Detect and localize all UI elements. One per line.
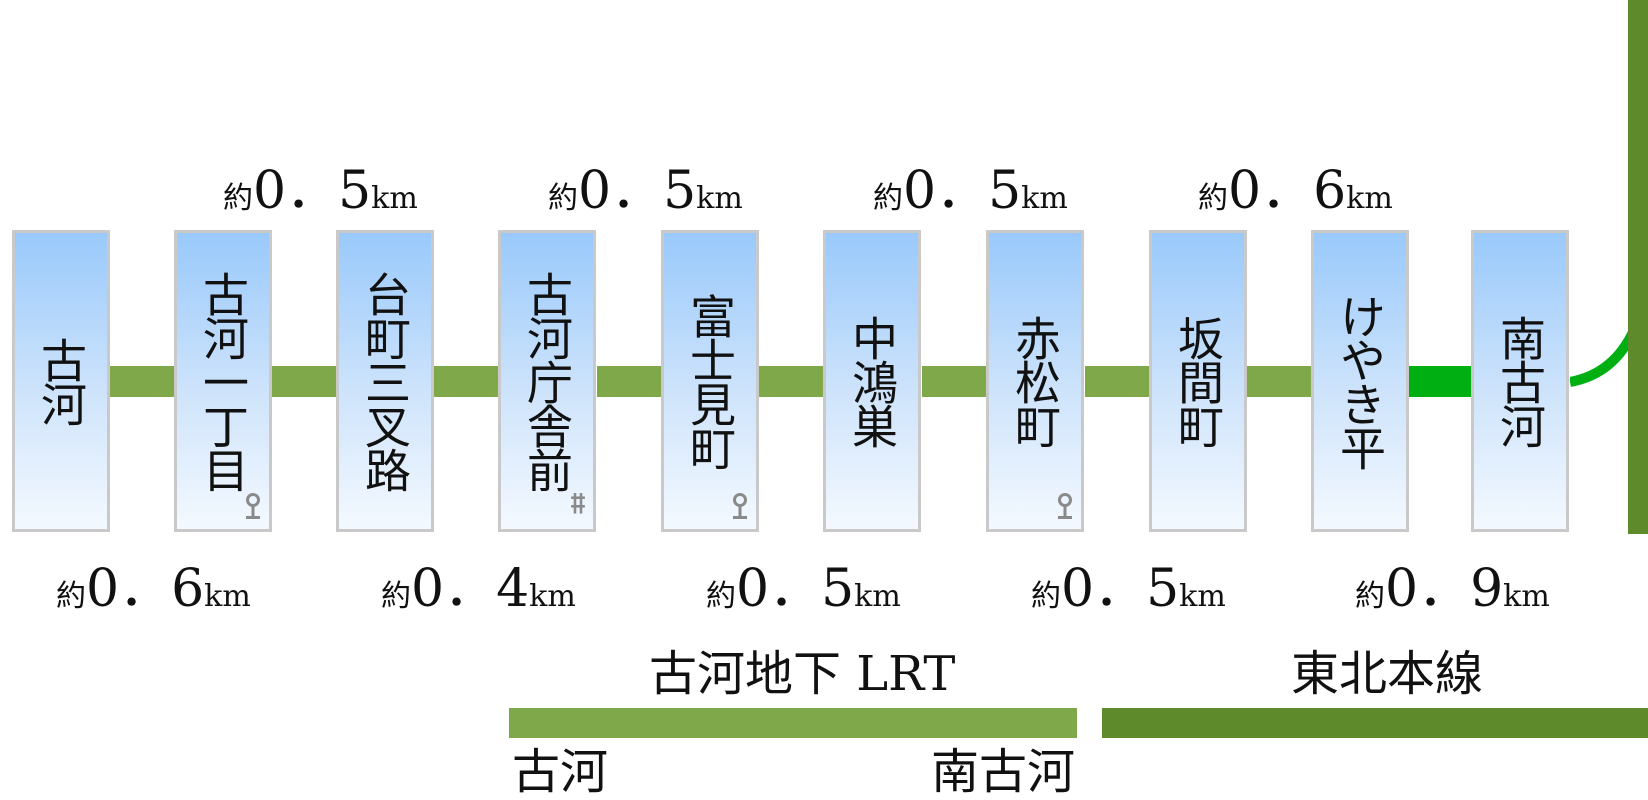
track-segment [272,366,338,397]
track-segment [434,366,500,397]
distance-label: 約0．9km [1355,559,1550,619]
distance-label: 約0．5km [1031,559,1226,619]
station-box[interactable]: 台町三叉路 [336,230,434,532]
distance-label: 約0．5km [548,161,743,221]
bus-stop-icon [246,493,260,519]
bus-stop-icon [1058,493,1072,519]
station-name: 古河庁舎前 [520,271,574,491]
station-box[interactable]: 富士見町 [661,230,759,532]
station-name: けやき平 [1333,293,1387,469]
station-name: 南古河 [1493,315,1547,447]
track-segment [597,366,663,397]
station-name: 古河一丁目 [196,271,250,491]
station-box[interactable]: 古河 [12,230,110,532]
legend-label-tohoku: 東北本線 [1291,646,1484,702]
station-box[interactable]: 赤松町 [986,230,1084,532]
track-segment-mainline [1409,366,1473,397]
distance-label: 約0．5km [873,161,1068,221]
track-segment [1085,366,1151,397]
track-segment [922,366,988,397]
government-office-icon [571,493,585,514]
legend-start-label: 古河 [512,744,609,800]
legend-bar-tohoku [1102,708,1648,738]
legend-bar-lrt [509,708,1077,738]
station-box[interactable]: 古河庁舎前 [498,230,596,532]
bus-stop-icon [733,493,747,519]
station-box[interactable]: 坂間町 [1149,230,1247,532]
station-name: 古河 [34,337,88,425]
station-box[interactable]: けやき平 [1311,230,1409,532]
distance-label: 約0．5km [223,161,418,221]
track-segment [1247,366,1313,397]
track-segment [759,366,825,397]
station-box[interactable]: 南古河 [1471,230,1569,532]
distance-label: 約0．6km [1198,161,1393,221]
station-box[interactable]: 中鴻巣 [823,230,921,532]
track-segment [110,366,176,397]
station-name: 赤松町 [1008,315,1062,447]
station-name: 中鴻巣 [845,315,899,447]
station-name: 富士見町 [683,293,737,469]
legend-label-lrt: 古河地下 LRT [649,646,956,702]
legend-end-label: 南古河 [931,744,1076,800]
distance-label: 約0．6km [56,559,251,619]
station-name: 坂間町 [1171,315,1225,447]
tohoku-line-bar [1628,0,1648,534]
distance-label: 約0．5km [706,559,901,619]
station-box[interactable]: 古河一丁目 [174,230,272,532]
distance-label: 約0．4km [381,559,576,619]
station-name: 台町三叉路 [358,271,412,491]
